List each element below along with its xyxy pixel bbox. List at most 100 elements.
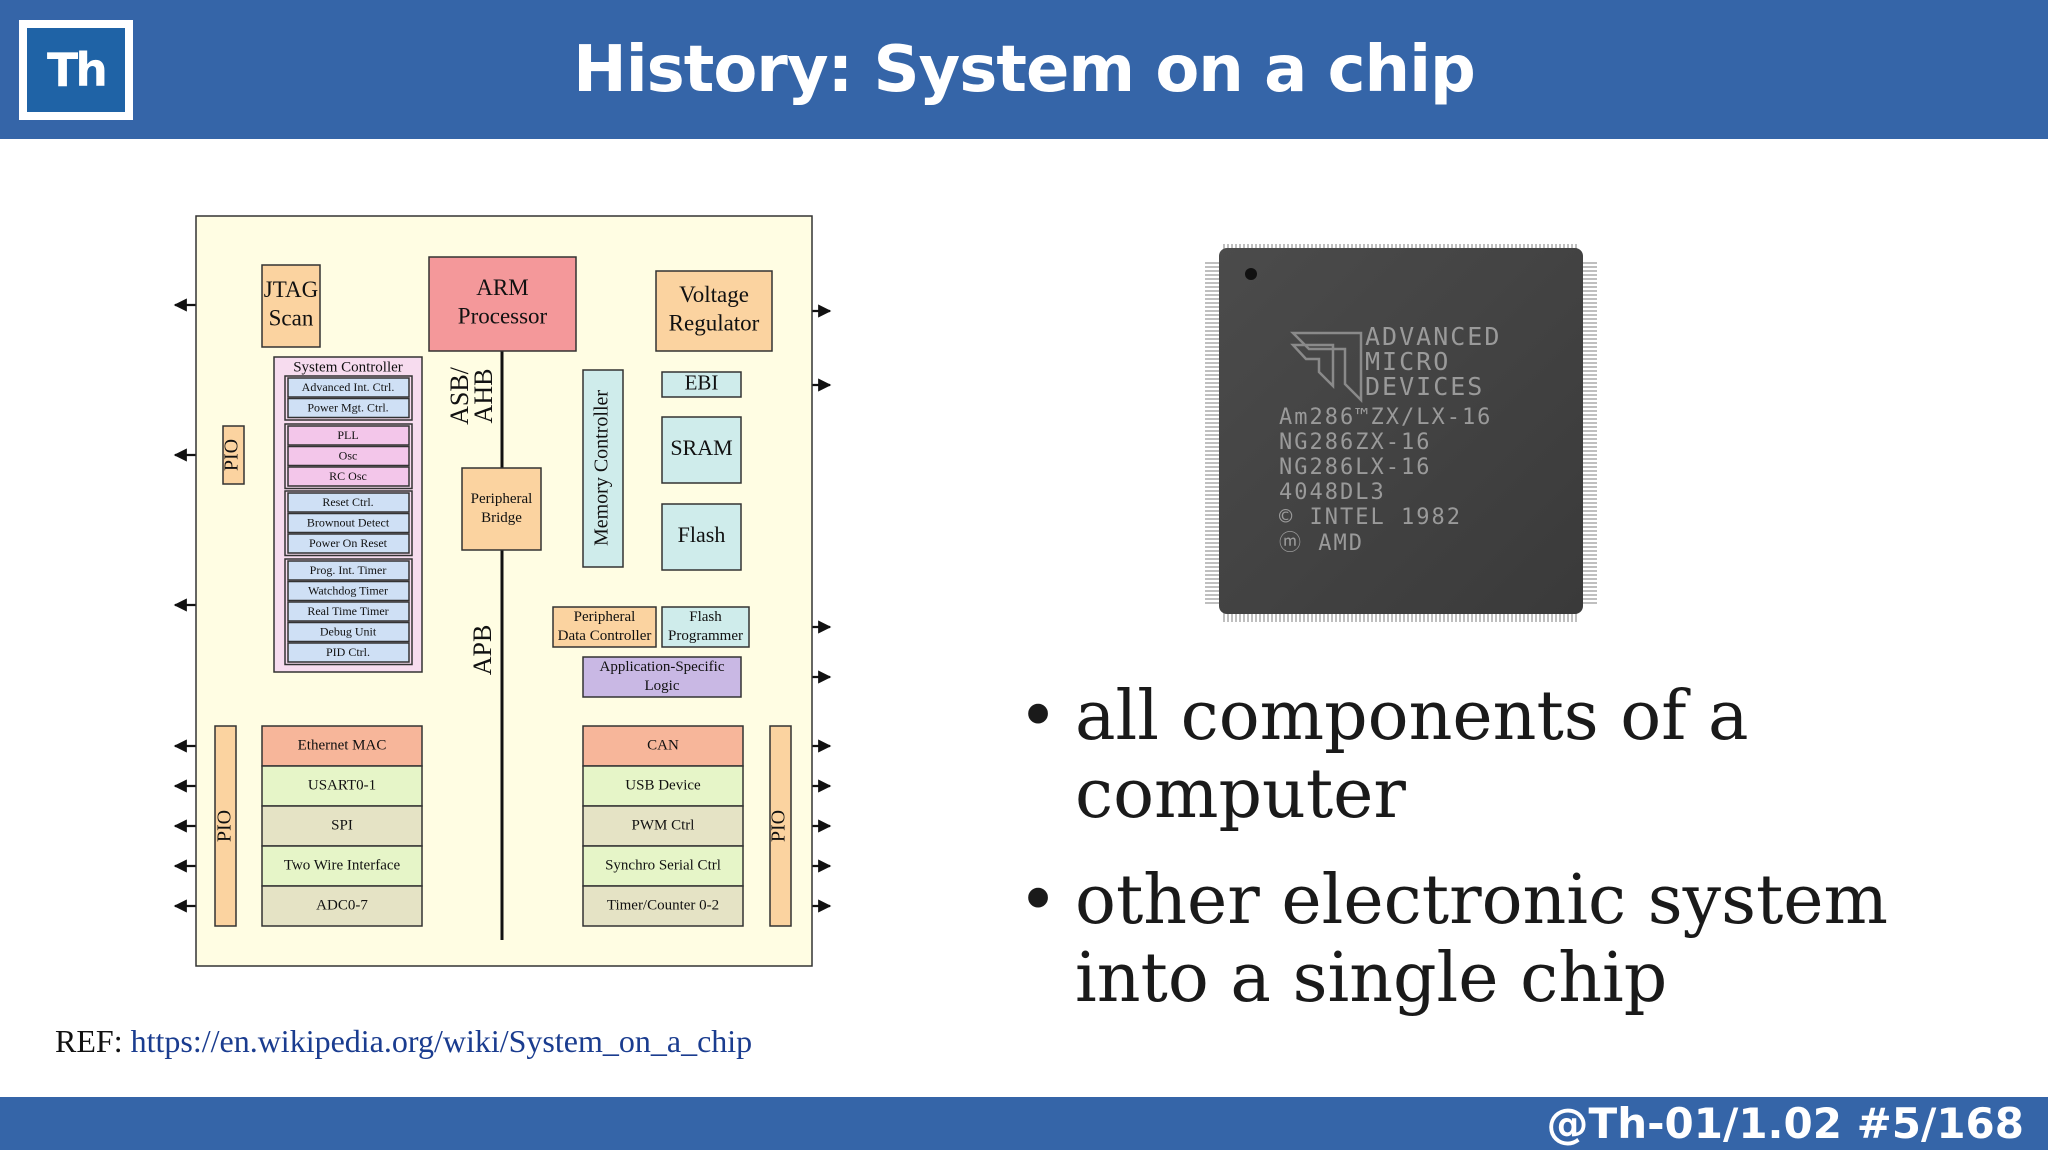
jtag-scan-block-label: Scan <box>269 306 314 331</box>
system-controller-item-label: RC Osc <box>329 469 367 483</box>
flash-block <box>661 503 742 571</box>
system-controller-item <box>287 601 410 622</box>
system-controller-group <box>284 375 413 421</box>
footer-bar: @Th-01/1.02 #5/168 <box>0 1097 2048 1150</box>
system-controller-item-label: PID Ctrl. <box>326 645 370 659</box>
slide-number: @Th-01/1.02 #5/168 <box>1546 1099 2024 1148</box>
peripheral-left-block-label: ADC0-7 <box>316 897 368 913</box>
chip-marking-text: ADVANCED <box>1365 322 1501 351</box>
chip-marking-text: 4048DL3 <box>1279 480 1386 505</box>
header-bar: Th History: System on a chip <box>0 0 2048 139</box>
bullet-item: • all components of a computer <box>1018 678 2018 834</box>
peripheral-right-block <box>582 885 744 927</box>
peripheral-right-block <box>582 725 744 767</box>
pio-left-bottom <box>214 725 237 927</box>
peripheral-right-block <box>582 805 744 847</box>
chip-marking-text: Am286™ZX/LX-16 <box>1279 405 1492 430</box>
system-controller-item-label: Prog. Int. Timer <box>310 563 387 577</box>
system-controller-item <box>287 397 410 419</box>
peripheral-data-controller-block-label: Peripheral <box>574 609 636 625</box>
system-controller-title: System Controller <box>293 359 403 375</box>
peripheral-right-block-label: Synchro Serial Ctrl <box>605 857 721 873</box>
pio-left-top <box>222 425 245 485</box>
peripheral-data-controller-block <box>552 606 657 648</box>
bullet-list: • all components of a computer • other e… <box>1018 678 2018 1046</box>
system-controller-item <box>287 642 410 663</box>
chip-marking-text: ⓜ AMD <box>1279 531 1364 556</box>
peripheral-left-block-label: Two Wire Interface <box>284 857 401 873</box>
system-controller-item-label: Power Mgt. Ctrl. <box>307 400 388 414</box>
logo-mark: Th <box>27 28 125 112</box>
arm-processor-block-label: Processor <box>458 304 548 329</box>
system-controller-group <box>284 423 413 490</box>
bullet-line: computer <box>1075 755 1406 834</box>
logo: Th <box>19 20 133 120</box>
peripheral-left-block-label: USART0-1 <box>308 777 376 793</box>
system-controller-item-label: PLL <box>337 428 358 442</box>
peripheral-left-block <box>261 845 423 887</box>
peripheral-left-block-label: Ethernet MAC <box>298 737 387 753</box>
flash-programmer-block <box>661 606 750 648</box>
chip-marking-text: DEVICES <box>1365 372 1484 401</box>
chip-pin1-dot <box>1245 268 1257 280</box>
chip-marking-text: NG286LX-16 <box>1279 455 1431 480</box>
system-controller-item <box>287 621 410 643</box>
chip-body <box>1219 248 1583 614</box>
system-controller-item <box>287 492 410 513</box>
chip-marking-text: MICRO <box>1365 347 1450 376</box>
asb-label: ASB/ <box>445 366 474 425</box>
bullet-line: all components of a <box>1075 677 1749 756</box>
reference-prefix: REF: <box>55 1023 131 1059</box>
peripheral-left-block <box>261 885 423 927</box>
chip-pins-right <box>1583 262 1597 604</box>
chip-pins-left <box>1205 262 1219 604</box>
slide-title: History: System on a chip <box>573 32 1476 107</box>
ahb-label: AHB <box>469 369 498 424</box>
peripheral-right-block-label: CAN <box>647 737 679 753</box>
sram-block <box>661 416 742 484</box>
system-controller-item-label: Real Time Timer <box>307 604 388 618</box>
reference-link[interactable]: https://en.wikipedia.org/wiki/System_on_… <box>130 1023 753 1059</box>
peripheral-right-block-label: USB Device <box>625 777 701 793</box>
system-controller-item-label: Watchdog Timer <box>308 583 388 597</box>
peripheral-right-block-label: PWM Ctrl <box>632 817 695 833</box>
memory-controller-block <box>582 369 624 568</box>
system-controller-item <box>287 560 410 581</box>
system-controller-item <box>287 445 410 467</box>
application-specific-logic-block-label: Application-Specific <box>600 659 725 675</box>
system-controller-item <box>287 533 410 554</box>
pio-right-bottom-label: PIO <box>768 810 790 842</box>
peripheral-bridge-block-label: Peripheral <box>471 491 533 507</box>
pio-left-top-label: PIO <box>221 439 243 471</box>
peripheral-bridge-block-label: Bridge <box>481 510 522 526</box>
application-specific-logic-block-label: Logic <box>645 678 680 694</box>
system-controller-item <box>287 377 410 398</box>
sram-block-label: SRAM <box>670 435 732 460</box>
reference: REF: https://en.wikipedia.org/wiki/Syste… <box>55 1023 752 1060</box>
ebi-block-label: EBI <box>685 370 719 394</box>
amd-logo-icon <box>1289 331 1363 404</box>
bullet-line: into a single chip <box>1075 939 1668 1018</box>
peripheral-data-controller-block-label: Data Controller <box>558 628 652 644</box>
bullet-line: other electronic system <box>1075 861 1889 940</box>
system-controller-item-label: Power On Reset <box>309 536 388 550</box>
system-controller-item-label: Advanced Int. Ctrl. <box>302 380 395 394</box>
system-controller-item-label: Brownout Detect <box>307 515 390 529</box>
soc-block-diagram: JTAGScanARMProcessorVoltageRegulatorSyst… <box>173 215 832 967</box>
chip-marking-text: © INTEL 1982 <box>1279 505 1462 530</box>
peripheral-left-block-label: SPI <box>331 817 353 833</box>
apb-label: APB <box>468 625 497 676</box>
system-controller-item <box>287 466 410 487</box>
jtag-scan-block <box>261 264 321 348</box>
arm-processor-block-label: ARM <box>476 275 528 300</box>
peripheral-right-block-label: Timer/Counter 0-2 <box>607 897 719 913</box>
application-specific-logic-block <box>582 656 742 698</box>
system-controller-group <box>284 558 413 666</box>
system-controller-item-label: Osc <box>339 448 358 462</box>
peripheral-bridge-block <box>461 467 542 551</box>
system-controller-item-label: Reset Ctrl. <box>322 495 373 509</box>
pio-right-bottom <box>769 725 792 927</box>
chip-marking-text: NG286ZX-16 <box>1279 430 1431 455</box>
peripheral-left-block <box>261 725 423 767</box>
